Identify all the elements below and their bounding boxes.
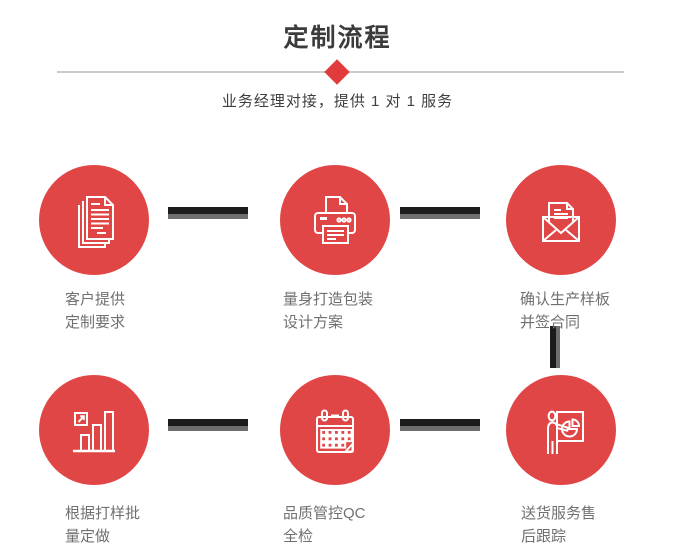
step-label-line1: 根据打样批 [65,505,141,522]
step-label-customer-requirements: 客户提供 定制要求 [65,288,125,334]
page-title: 定制流程 [283,24,392,52]
connector-step5-step6 [400,419,480,431]
step-label-delivery-after-sales: 送货服务售 后跟踪 [521,502,596,548]
step-label-line2: 全检 [283,528,314,545]
diamond-icon [324,59,350,85]
step-circle-quality-control [280,375,390,485]
subtitle: 业务经理对接，提供 1 对 1 服务 [221,93,454,110]
step-label-sample-contract: 确认生产样板 并签合同 [520,288,610,334]
connector-step3-step6 [550,326,560,368]
step-label-line1: 品质管控QC [283,505,366,522]
step-label-line1: 确认生产样板 [520,291,611,308]
step-label-line1: 量身打造包装 [283,291,374,308]
step-label-line1: 客户提供 [65,291,126,308]
step-label-line2: 定制要求 [65,314,126,331]
connector-step4-step5 [168,419,248,431]
step-circle-packaging-design [280,165,390,275]
connector-step2-step3 [400,207,480,219]
step-circle-sample-contract [506,165,616,275]
printer-icon [314,196,356,244]
step-label-line2: 设计方案 [283,314,344,331]
documents-stack-icon [78,196,114,248]
step-label-quality-control: 品质管控QC 全检 [283,502,366,548]
step-circle-customer-requirements [39,165,149,275]
step-label-line1: 送货服务售 [521,505,597,522]
step-circle-delivery-after-sales [506,375,616,485]
step-label-line2: 并签合同 [520,314,581,331]
presentation-pie-chart-icon [547,410,584,454]
bar-chart-growth-icon [73,411,115,453]
connector-step1-step2 [168,207,248,219]
step-circle-batch-production [39,375,149,485]
step-label-line2: 后跟踪 [521,528,567,545]
step-label-line2: 量定做 [65,528,111,545]
calendar-icon [316,409,354,453]
step-label-packaging-design: 量身打造包装 设计方案 [283,288,373,334]
step-label-batch-production: 根据打样批 量定做 [65,502,140,548]
open-envelope-letter-icon [542,202,580,242]
